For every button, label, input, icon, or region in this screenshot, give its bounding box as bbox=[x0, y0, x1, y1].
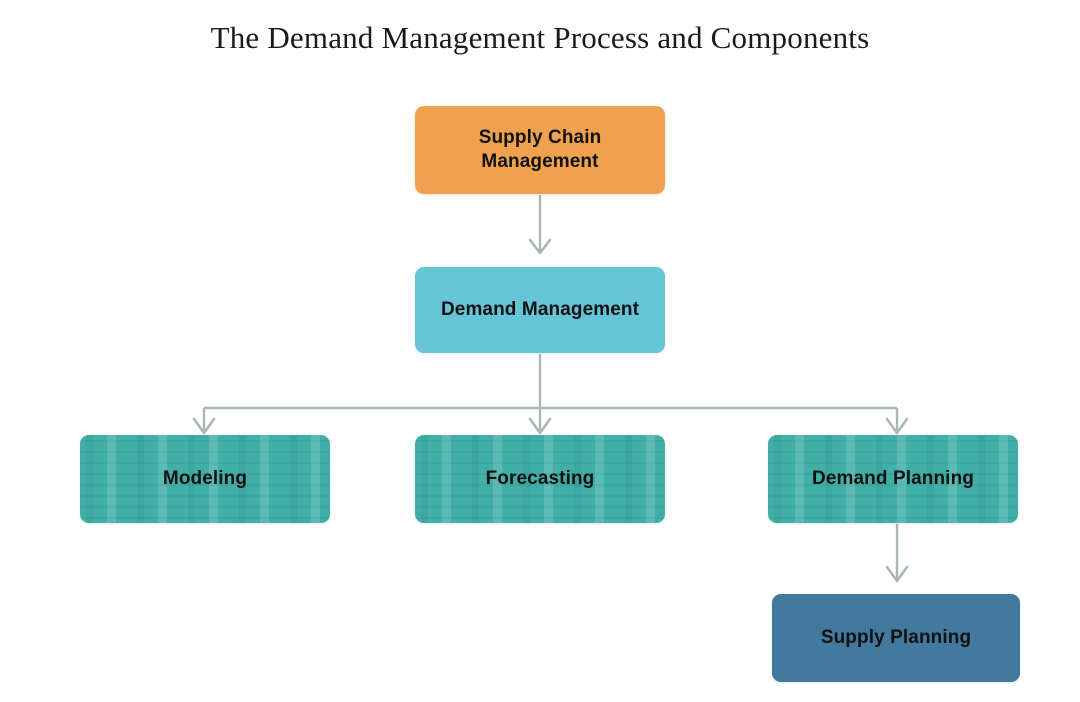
page-title: The Demand Management Process and Compon… bbox=[210, 20, 870, 55]
connector-demand-management-to-forecasting bbox=[528, 408, 552, 435]
connector-demand-planning-to-supply-planning bbox=[885, 524, 909, 583]
node-demand-management[interactable]: Demand Management bbox=[415, 267, 665, 353]
node-label-modeling: Modeling bbox=[162, 467, 248, 489]
node-label-demand-management: Demand Management bbox=[440, 298, 640, 320]
connector-demand-management-to-demand-planning bbox=[885, 408, 909, 435]
node-label-supply-planning: Supply Planning bbox=[820, 626, 972, 648]
node-demand-planning[interactable]: Demand Planning bbox=[768, 435, 1018, 523]
node-label-supply-chain-management: Supply Chain Management bbox=[478, 126, 602, 172]
node-label-forecasting: Forecasting bbox=[485, 467, 595, 489]
node-forecasting[interactable]: Forecasting bbox=[415, 435, 665, 523]
connector-demand-management-branch-bus bbox=[204, 354, 897, 410]
node-label-demand-planning: Demand Planning bbox=[812, 467, 974, 489]
connector-demand-management-to-modeling bbox=[192, 408, 216, 435]
node-supply-chain-management[interactable]: Supply Chain Management bbox=[415, 106, 665, 194]
node-supply-planning[interactable]: Supply Planning bbox=[772, 594, 1020, 682]
connector-supply-chain-to-demand-management bbox=[528, 195, 552, 255]
node-modeling[interactable]: Modeling bbox=[80, 435, 330, 523]
